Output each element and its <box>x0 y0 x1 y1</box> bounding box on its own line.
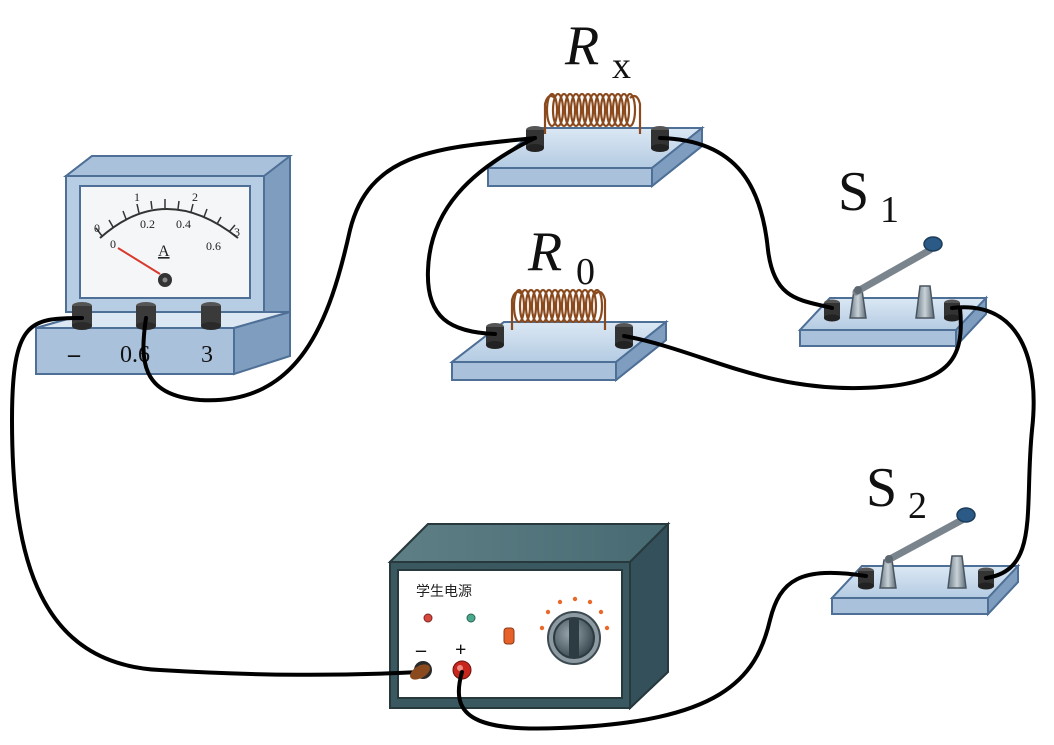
rx-label-sub: x <box>612 45 631 87</box>
ammeter-scale-top-2: 2 <box>192 190 198 204</box>
ammeter-scale-bottom-3: 0.6 <box>206 239 221 253</box>
s2-handle[interactable] <box>956 507 976 523</box>
r0-coil <box>510 288 607 330</box>
s1-label-sub: 1 <box>880 189 899 231</box>
s2-contact-post <box>947 555 967 589</box>
ammeter-terminal-3[interactable] <box>201 302 221 330</box>
voltage-knob-scale <box>539 596 610 631</box>
s2-label-sub: 2 <box>908 485 927 527</box>
switch-s2[interactable]: S 2 <box>829 457 1021 617</box>
rx-label: R x <box>564 15 631 87</box>
s1-contact-post <box>915 285 935 319</box>
ammeter: 0 1 2 3 0 0.2 0.4 0.6 A – <box>35 155 293 376</box>
switch-s1[interactable]: S 1 <box>797 161 989 349</box>
power-label-plus: + <box>455 639 466 661</box>
rx-label-letter: R <box>564 15 599 77</box>
ammeter-scale-top-1: 1 <box>134 190 140 204</box>
rx-coil <box>543 92 642 134</box>
resistor-rx: R x <box>485 15 705 189</box>
ammeter-needle <box>117 247 161 275</box>
s2-blade <box>884 516 966 564</box>
wire-ammeter-minus-to-supply-minus[interactable] <box>10 316 422 677</box>
wire-s2-left-to-supply-plus[interactable] <box>456 571 868 731</box>
s1-label: S 1 <box>838 161 899 231</box>
resistor-r0: R 0 <box>449 221 669 383</box>
s2-label-letter: S <box>866 457 897 519</box>
s2-label: S 2 <box>866 457 927 527</box>
s1-handle[interactable] <box>923 236 943 252</box>
wires <box>10 136 1036 731</box>
voltage-knob[interactable] <box>547 611 601 665</box>
s2-terminal-left[interactable] <box>858 567 874 590</box>
power-toggle[interactable] <box>503 627 515 645</box>
wire-rx-right-to-s1-left[interactable] <box>658 136 834 310</box>
ammeter-scale-bottom-0: 0 <box>110 237 116 251</box>
rx-terminal-right[interactable] <box>651 126 669 152</box>
ammeter-unit-label: A <box>158 243 170 260</box>
ammeter-scale-top-3: 3 <box>234 225 240 239</box>
s2-hinge-post <box>879 559 897 589</box>
s1-terminal-right[interactable] <box>944 299 960 322</box>
ammeter-scale-bottom-2: 0.4 <box>176 217 191 231</box>
s1-blade <box>852 246 934 296</box>
ammeter-label-minus: – <box>67 342 81 368</box>
power-label-minus: – <box>415 639 427 661</box>
student-power-supply: 学生电源 – + <box>387 521 671 711</box>
power-supply-title: 学生电源 <box>416 584 472 600</box>
wire-r0-right-to-s1-right[interactable] <box>622 306 963 391</box>
wire-s1-right-to-s2-right[interactable] <box>950 305 1036 580</box>
r0-terminal-left[interactable] <box>486 323 504 349</box>
ammeter-scale-ticks <box>95 199 236 237</box>
r0-label-sub: 0 <box>576 251 595 293</box>
ammeter-scale-bottom-1: 0.2 <box>140 217 155 231</box>
plug-minus <box>410 664 430 680</box>
wire-rx-left-to-r0-left[interactable] <box>425 136 537 336</box>
s1-label-letter: S <box>838 161 869 223</box>
indicator-red-led <box>423 613 433 623</box>
ammeter-scale-top-0: 0 <box>94 221 100 235</box>
indicator-green-led <box>466 613 476 623</box>
s1-terminal-left[interactable] <box>824 299 840 322</box>
ammeter-label-3: 3 <box>201 342 213 368</box>
r0-label-letter: R <box>527 221 562 283</box>
wire-ammeter-06-to-rx-left[interactable] <box>141 136 537 403</box>
r0-label: R 0 <box>527 221 595 293</box>
